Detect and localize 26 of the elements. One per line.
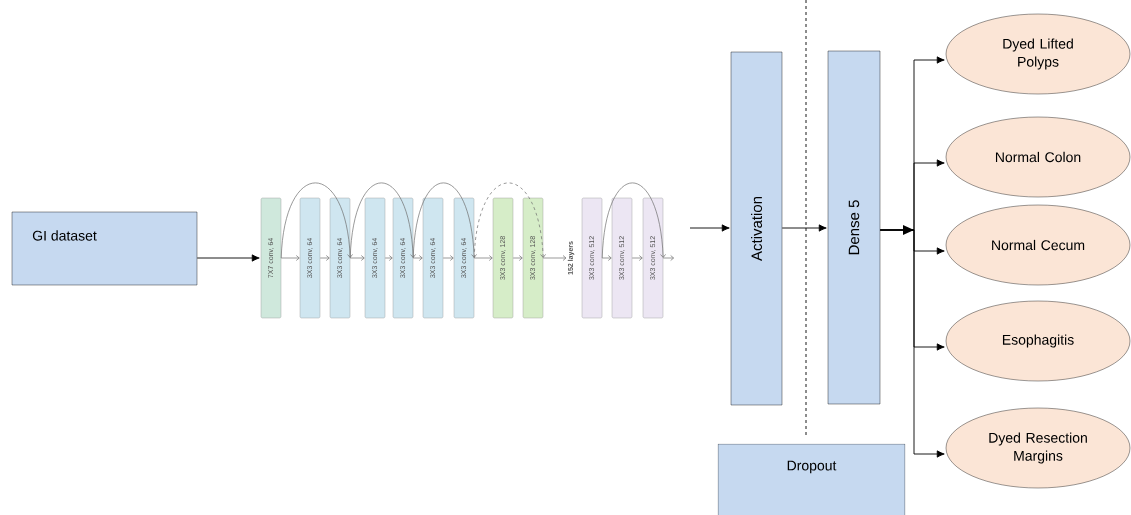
- arrow: [512, 255, 523, 261]
- skip-connection-arrow: [412, 182, 477, 259]
- arrow: [781, 224, 827, 232]
- process-box: Dropout: [717, 443, 906, 515]
- layer-box: Activation: [730, 51, 783, 406]
- arrow: [601, 255, 612, 261]
- arrow: [631, 255, 643, 261]
- skip-connection-arrow: [280, 182, 353, 259]
- skip-connection-arrow: [349, 182, 416, 259]
- arrow: [412, 255, 423, 261]
- arrow: [349, 255, 365, 261]
- arrow: [280, 255, 300, 261]
- arrow: [879, 229, 945, 458]
- skip-connection-arrow: [473, 182, 546, 259]
- skip-connection-arrow: [601, 182, 666, 259]
- arrow: [473, 255, 493, 261]
- arrow: [662, 255, 674, 261]
- arrow: [384, 255, 393, 261]
- arrow: [689, 224, 730, 232]
- arrow: [196, 254, 260, 262]
- arrow: [542, 255, 567, 261]
- arrowhead: [903, 225, 914, 235]
- process-box: GI dataset: [11, 211, 198, 286]
- layer-box: Dense 5: [827, 50, 881, 405]
- arrow: [319, 255, 330, 261]
- arrow: [442, 255, 454, 261]
